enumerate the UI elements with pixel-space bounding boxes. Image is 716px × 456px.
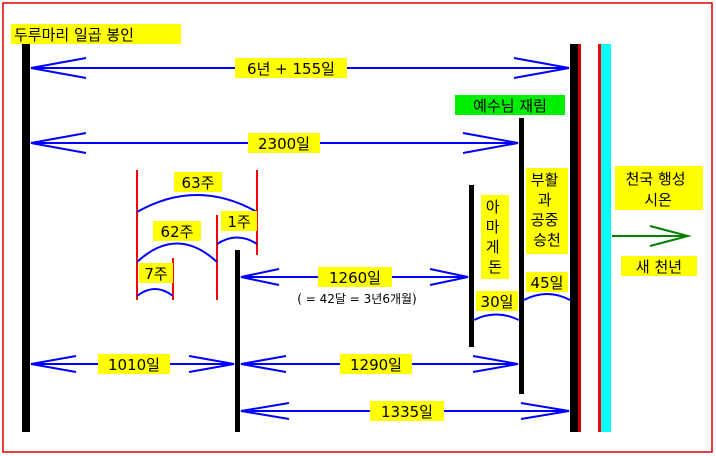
week-62-highlight bbox=[153, 221, 201, 241]
armageddon-char-4: 돈 bbox=[488, 258, 502, 276]
red-line bbox=[598, 44, 601, 432]
resurrection-line-3: 공중 bbox=[531, 211, 559, 229]
arrow-6y155-head-left bbox=[30, 57, 87, 79]
span-1290-highlight bbox=[340, 354, 412, 374]
armageddon-char-2: 마 bbox=[486, 218, 500, 236]
resurrection-line-2: 과 bbox=[538, 191, 552, 209]
kingdom-label: 천국 행성 시온 bbox=[626, 170, 691, 209]
arrow-1335-head-right bbox=[520, 402, 570, 420]
timeline-bar-mid bbox=[235, 250, 240, 432]
week-63-highlight bbox=[174, 172, 222, 192]
days-45-highlight bbox=[526, 272, 568, 292]
arrow-1010-head-right bbox=[188, 355, 235, 373]
arrow-6y155-head-right bbox=[513, 57, 570, 79]
timeline-bar-left bbox=[22, 44, 30, 432]
timeline-bar-return bbox=[519, 118, 524, 394]
arrow-1010-head-left bbox=[30, 355, 77, 373]
arrow-1290-head-left bbox=[240, 355, 287, 373]
resurrection-highlight bbox=[526, 168, 568, 254]
armageddon-highlight bbox=[481, 195, 509, 279]
arrow-1335-head-left bbox=[240, 402, 290, 420]
span-1290-label: 1290일 bbox=[350, 356, 402, 374]
span-1260-note: ( = 42달 = 3년6개월) bbox=[297, 292, 416, 306]
resurrection-line-1: 부활 bbox=[531, 171, 559, 189]
arrow-2300-head-left bbox=[30, 132, 87, 154]
arrow-2300-head-right bbox=[462, 132, 519, 154]
new-millennium-highlight bbox=[621, 256, 697, 276]
resurrection-line-4: 승천 bbox=[533, 231, 561, 249]
week-1-highlight bbox=[221, 211, 257, 231]
span-6y155-highlight bbox=[235, 58, 347, 78]
kingdom-line-2: 시온 bbox=[644, 191, 672, 209]
kingdom-line-1: 천국 행성 bbox=[626, 170, 686, 188]
span-1010-label: 1010일 bbox=[108, 356, 160, 374]
span-1260-label: 1260일 bbox=[329, 269, 381, 287]
span-1260-highlight bbox=[318, 267, 392, 287]
span-1335-label: 1335일 bbox=[381, 403, 433, 421]
arrow-1260-head-right bbox=[429, 268, 469, 286]
week-62-label: 62주 bbox=[161, 223, 194, 241]
span-6y155-label: 6년 + 155일 bbox=[247, 60, 335, 78]
days-30-highlight bbox=[476, 291, 518, 311]
week-7-label: 7주 bbox=[144, 265, 167, 283]
span-2300-highlight bbox=[248, 133, 320, 153]
jesus-return-label: 예수님 재림 bbox=[473, 97, 547, 115]
timeline-bar-end-red bbox=[578, 44, 581, 432]
week-arcs bbox=[136, 194, 571, 321]
green-arrow-head bbox=[649, 225, 692, 247]
cyan-bar bbox=[601, 44, 611, 432]
armageddon-label: 아 마 게 돈 bbox=[486, 198, 505, 276]
week-7-highlight bbox=[139, 263, 173, 283]
span-2300-label: 2300일 bbox=[258, 135, 310, 153]
armageddon-char-3: 게 bbox=[486, 238, 500, 256]
span-1335-highlight bbox=[370, 401, 444, 421]
kingdom-highlight bbox=[615, 166, 703, 210]
title-label: 두루마리 일곱 봉인 bbox=[14, 26, 134, 44]
title-highlight bbox=[11, 24, 181, 44]
days-30-label: 30일 bbox=[481, 293, 514, 311]
span-1010-highlight bbox=[98, 354, 170, 374]
return-highlight bbox=[455, 95, 565, 115]
arrow-1260-head-left bbox=[240, 268, 280, 286]
days-45-label: 45일 bbox=[531, 274, 564, 292]
new-millennium-label: 새 천년 bbox=[636, 258, 682, 276]
arrow-1290-head-right bbox=[472, 355, 519, 373]
armageddon-char-1: 아 bbox=[486, 198, 500, 216]
week-63-label: 63주 bbox=[182, 174, 215, 192]
timeline-bar-end bbox=[570, 44, 578, 432]
resurrection-label: 부활 과 공중 승천 bbox=[531, 171, 563, 249]
timeline-bar-armageddon bbox=[469, 185, 474, 347]
week-1-label: 1주 bbox=[227, 213, 250, 231]
